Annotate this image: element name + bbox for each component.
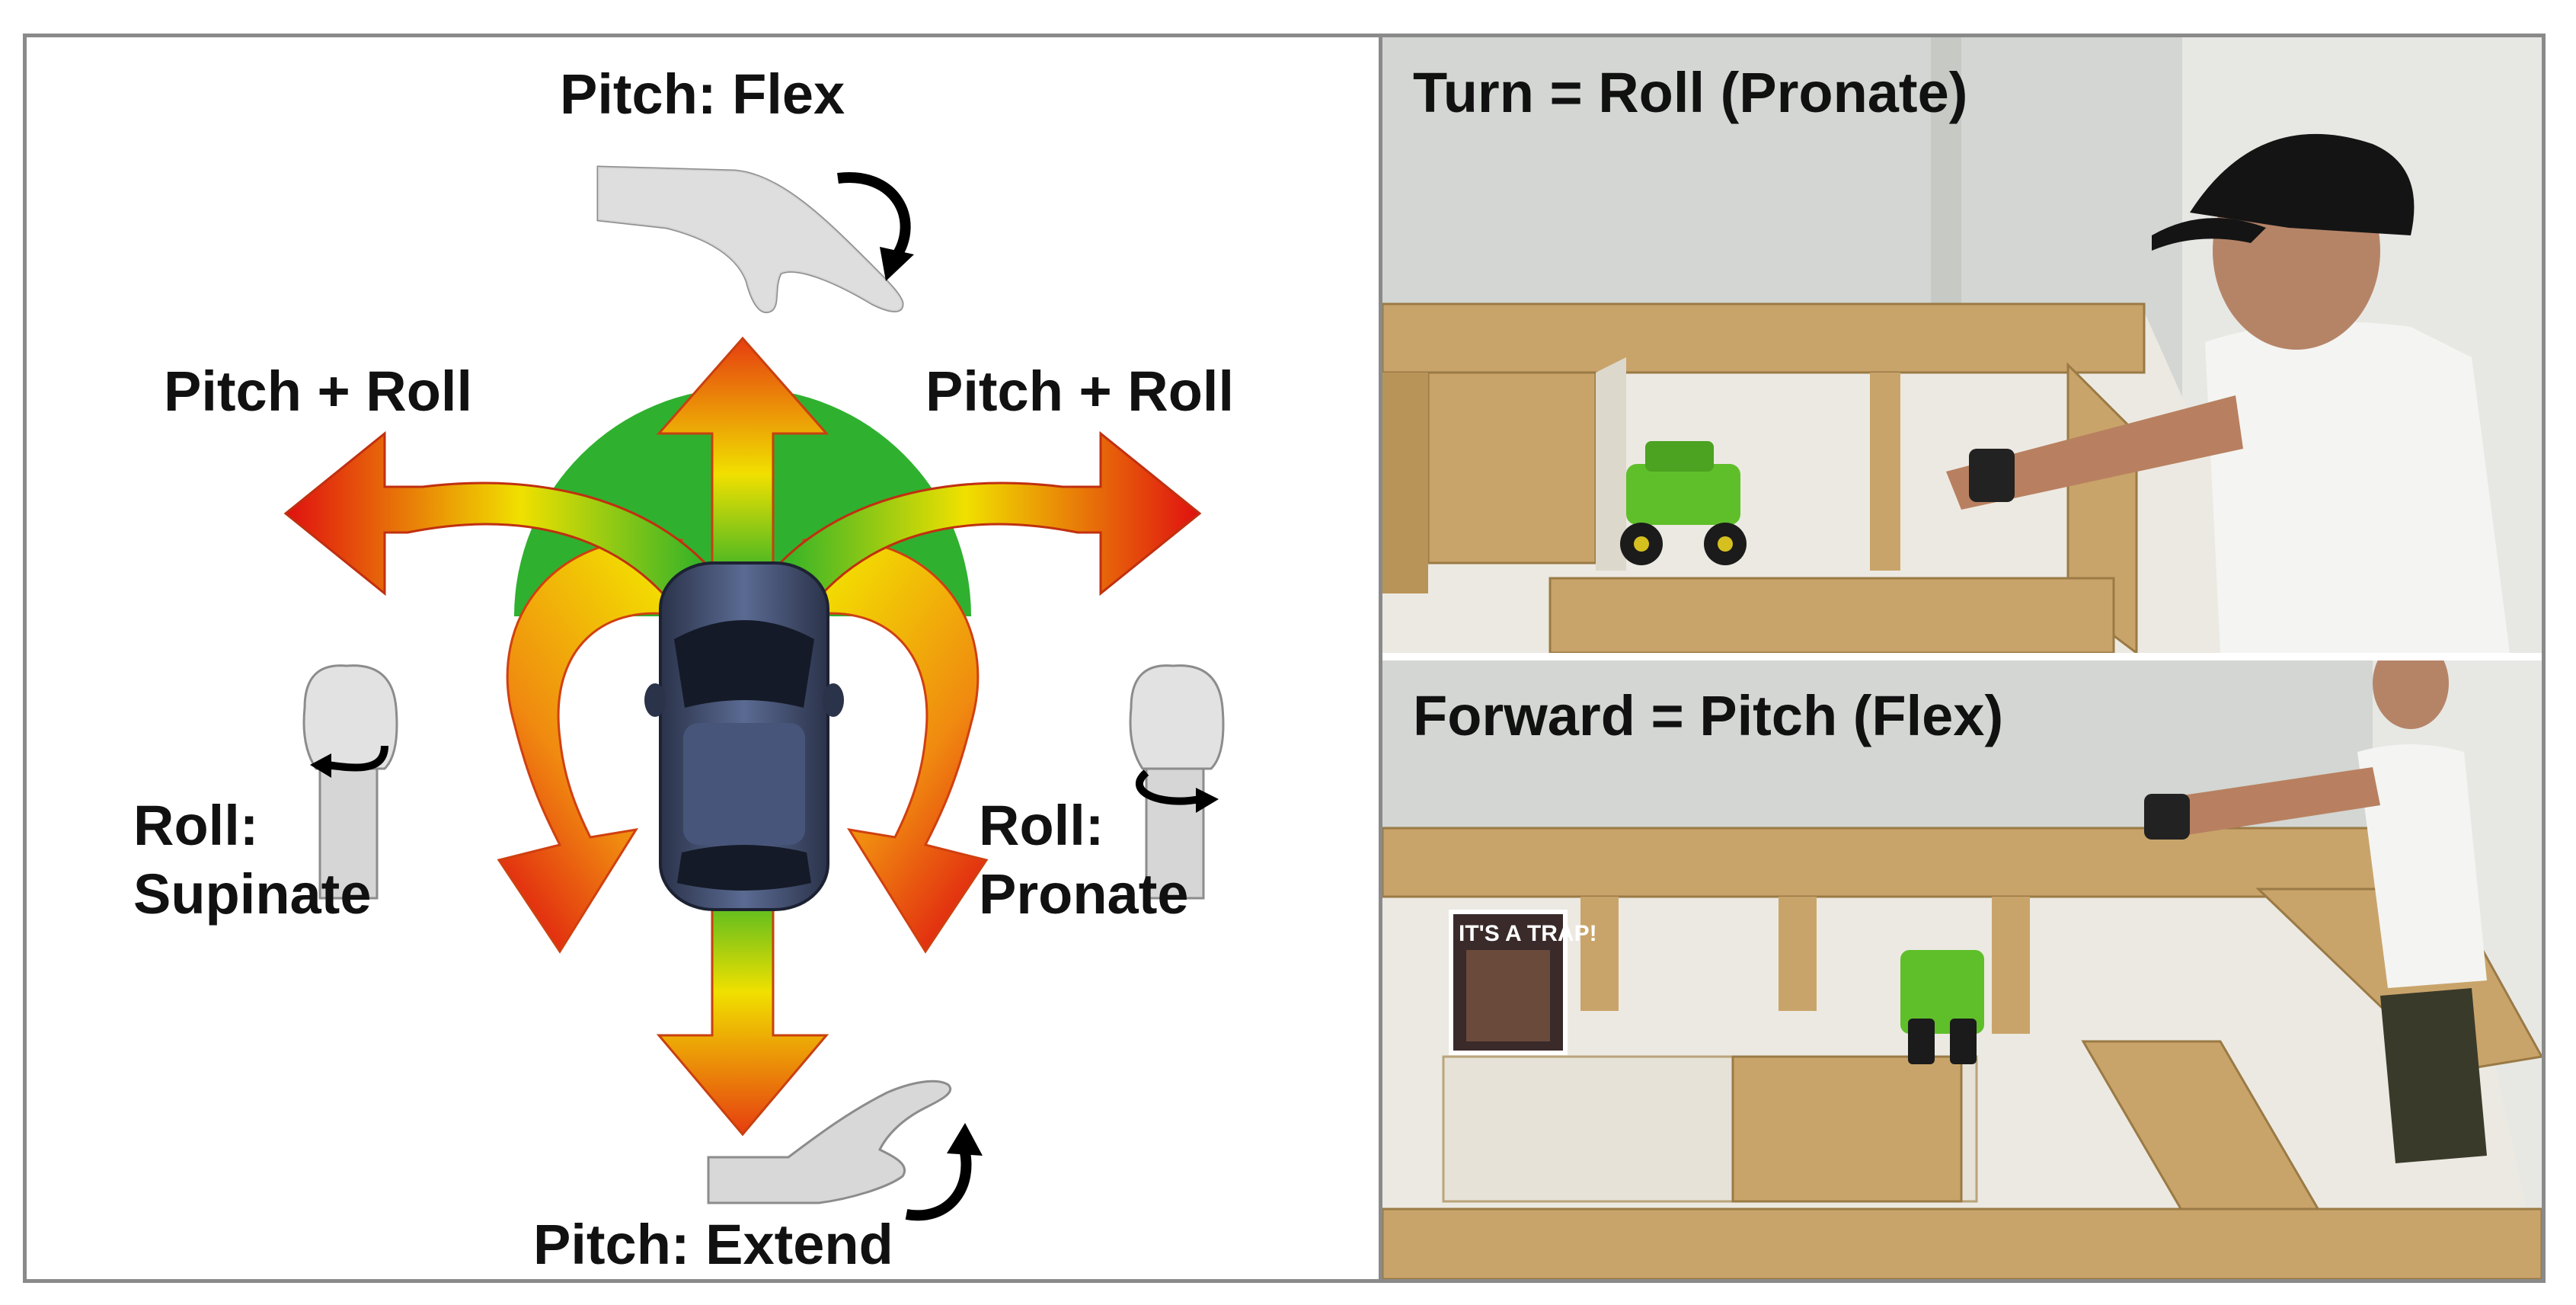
label-pitch-roll-left: Pitch + Roll: [164, 360, 472, 423]
fist-pronate-icon: [1129, 664, 1225, 900]
photo-forward: IT'S A TRAP! Forward = Pitch (Flex): [1382, 660, 2542, 1279]
pitch-flex-arrow: [656, 336, 829, 587]
label-roll-supinate-line1: Roll:: [133, 794, 258, 857]
rotate-arrow-pronate-icon: [1136, 769, 1219, 813]
caption-forward: Forward = Pitch (Flex): [1413, 684, 2004, 747]
person-forward-icon: [2144, 660, 2487, 1163]
caption-turn: Turn = Roll (Pronate): [1413, 61, 1968, 124]
pitch-extend-arrow: [656, 874, 829, 1137]
poster-text: IT'S A TRAP!: [1459, 921, 1597, 946]
rotate-arrow-flex-icon: [837, 171, 914, 281]
hand-flex-icon: [596, 165, 904, 314]
roll-arrow-right: [802, 537, 989, 954]
roll-arrow-left: [497, 537, 683, 954]
trap-poster: IT'S A TRAP!: [1449, 910, 1597, 1055]
label-pitch-extend: Pitch: Extend: [533, 1213, 893, 1276]
hand-extend-icon: [707, 1080, 951, 1204]
label-roll-pronate-line1: Roll:: [979, 794, 1104, 857]
figure-frame: Pitch: Flex Pitch + Roll Pitch + Roll Ro…: [23, 34, 2546, 1283]
panel-divider: [1379, 37, 1382, 1279]
car-icon: [644, 561, 844, 911]
rotate-arrow-supinate-icon: [310, 745, 388, 778]
label-roll-supinate-line2: Supinate: [133, 862, 371, 926]
label-pitch-flex: Pitch: Flex: [560, 62, 845, 126]
rc-car-icon: [1620, 441, 1747, 565]
label-pitch-roll-right: Pitch + Roll: [925, 360, 1234, 423]
photo-divider: [1382, 653, 2542, 660]
photo-turn: Turn = Roll (Pronate): [1382, 37, 2542, 653]
rc-car-icon-forward: [1900, 950, 1984, 1064]
gesture-diagram: Pitch: Flex Pitch + Roll Pitch + Roll Ro…: [133, 62, 1234, 1276]
person-icon: [1946, 133, 2510, 653]
rotate-arrow-extend-icon: [905, 1123, 983, 1221]
label-roll-pronate-line2: Pronate: [979, 862, 1189, 926]
